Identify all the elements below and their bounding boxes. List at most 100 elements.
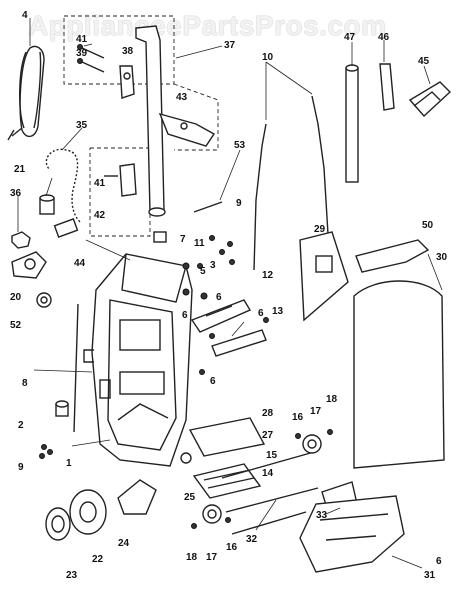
label-46: 46: [378, 32, 390, 43]
label-17b: 17: [206, 552, 218, 563]
nozzle-base-31: [299, 495, 405, 573]
label-42: 42: [94, 210, 106, 221]
screw-53: [193, 201, 223, 213]
label-21: 21: [14, 164, 26, 175]
label-36: 36: [10, 188, 22, 199]
wands-10: [253, 95, 329, 271]
label-15: 15: [266, 450, 278, 461]
label-25: 25: [184, 492, 196, 503]
label-24: 24: [118, 538, 130, 549]
label-1: 1: [66, 458, 72, 469]
filter-grille-27: [192, 463, 262, 499]
label-33: 33: [316, 510, 328, 521]
handle-tube: [135, 25, 166, 217]
upper-cord-hook: [104, 163, 137, 197]
rod-32: [231, 511, 307, 535]
axle-14: [225, 487, 319, 513]
label-27: 27: [262, 430, 274, 441]
channel-13: [211, 329, 267, 357]
fan-23: [45, 507, 71, 541]
label-6e: 6: [436, 556, 442, 567]
label-32: 32: [246, 534, 258, 545]
label-30: 30: [436, 252, 448, 263]
label-38: 38: [122, 46, 134, 57]
axle-15: [221, 451, 315, 479]
latch-7: [153, 231, 167, 243]
label-10: 10: [262, 52, 274, 63]
label-7: 7: [180, 234, 186, 245]
motor-22: [69, 489, 107, 535]
channel-12: [190, 299, 252, 333]
label-52: 52: [10, 320, 22, 331]
dusting-brush-45: [408, 81, 452, 118]
filter-28: [188, 417, 266, 457]
label-6a: 6: [216, 292, 222, 303]
hex-nut-36: [11, 231, 31, 249]
nozzle-24: [117, 479, 157, 515]
label-29: 29: [314, 224, 326, 235]
cover-50: [355, 239, 430, 273]
main-body-housing: [83, 253, 193, 467]
label-44: 44: [74, 258, 86, 269]
crevice-tool-46: [379, 63, 395, 111]
label-16a: 16: [292, 412, 304, 423]
label-2: 2: [18, 420, 24, 431]
leader-lines: [17, 18, 443, 569]
label-53: 53: [234, 140, 246, 151]
extension-tube-47: [345, 64, 359, 183]
label-39: 39: [76, 48, 88, 59]
label-47: 47: [344, 32, 356, 43]
cord-bracket-20: [11, 251, 47, 279]
label-31: 31: [424, 570, 436, 581]
screw-39: [77, 58, 105, 73]
label-45: 45: [418, 56, 430, 67]
bag-door-30: [353, 280, 445, 469]
label-18a: 18: [326, 394, 338, 405]
label-23: 23: [66, 570, 78, 581]
label-8: 8: [22, 378, 28, 389]
wheel-17-upper: [295, 429, 333, 454]
grip-assembly-box: [173, 83, 219, 151]
label-14: 14: [262, 468, 274, 479]
rod-8: [73, 303, 79, 433]
label-50: 50: [422, 220, 434, 231]
label-18b: 18: [186, 552, 198, 563]
label-11: 11: [194, 238, 205, 249]
hose: [44, 147, 82, 238]
label-35: 35: [76, 120, 88, 131]
cord-hook: [119, 65, 135, 99]
label-6b: 6: [258, 308, 264, 319]
label-5: 5: [200, 266, 206, 277]
label-13: 13: [272, 306, 284, 317]
label-9a: 9: [236, 198, 242, 209]
fasteners-3-5-11: [182, 262, 208, 300]
screws-6: [199, 317, 269, 375]
label-28: 28: [262, 408, 274, 419]
label-3: 3: [210, 260, 216, 271]
power-cord: [7, 45, 45, 141]
caster-2: [55, 400, 69, 417]
screws-9-lower: [39, 444, 53, 459]
screws-9-upper: [209, 235, 235, 265]
label-43: 43: [176, 92, 188, 103]
label-12: 12: [262, 270, 274, 281]
label-17a: 17: [310, 406, 322, 417]
label-41b: 41: [94, 178, 106, 189]
label-16b: 16: [226, 542, 238, 553]
label-37: 37: [224, 40, 236, 51]
label-22: 22: [92, 554, 104, 565]
handle-grip: [158, 112, 216, 147]
leader-44: [85, 239, 131, 261]
washer-25: [180, 452, 192, 464]
wheel-17-lower: [191, 504, 231, 529]
label-9b: 9: [18, 462, 24, 473]
hose-cuff-21: [39, 194, 55, 215]
label-20: 20: [10, 292, 22, 303]
watermark-text: ApplianceePartsPros.com: [28, 10, 387, 41]
label-41a: 41: [76, 34, 88, 45]
bracket-29: [299, 231, 349, 322]
label-6c: 6: [182, 310, 188, 321]
label-4: 4: [22, 10, 28, 21]
